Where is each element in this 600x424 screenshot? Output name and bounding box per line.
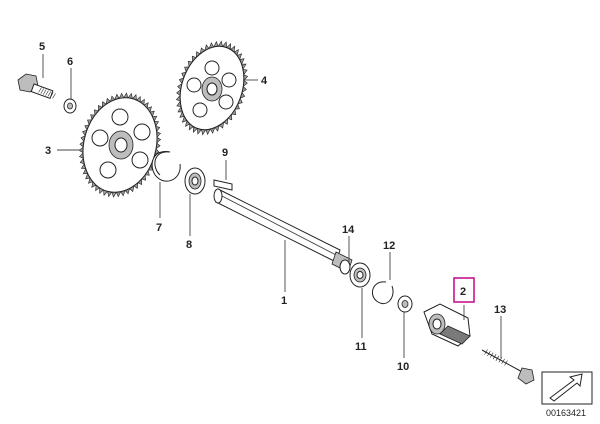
callout-14[interactable]: 14 — [342, 224, 355, 236]
key-9[interactable] — [213, 179, 233, 191]
callout-4[interactable]: 4 — [261, 75, 268, 87]
bearing-11[interactable] — [349, 262, 371, 288]
callout-12[interactable]: 12 — [383, 240, 395, 252]
circlip-12[interactable] — [371, 281, 394, 304]
gear-4[interactable] — [169, 37, 255, 138]
leader-lines — [42, 54, 502, 358]
callout-3[interactable]: 3 — [45, 145, 51, 157]
washer-10[interactable] — [397, 295, 413, 313]
washer-6[interactable] — [63, 98, 77, 114]
bolt-13-thread — [484, 349, 508, 366]
shaft-1[interactable] — [213, 188, 353, 273]
corner-symbol: 00163421 — [541, 371, 593, 418]
callout-9[interactable]: 9 — [222, 147, 228, 159]
bearing-8[interactable] — [184, 167, 206, 195]
callout-7[interactable]: 7 — [156, 222, 162, 234]
drawing-code: 00163421 — [546, 408, 586, 418]
callout-11[interactable]: 11 — [355, 341, 367, 353]
callout-13[interactable]: 13 — [494, 304, 506, 316]
washer-14[interactable] — [339, 259, 351, 275]
callout-labels: 5 6 3 4 9 7 8 1 14 12 11 10 2 13 — [39, 41, 506, 373]
callout-2-highlight-box — [453, 277, 475, 303]
bolt-5-thread — [38, 87, 56, 99]
callout-8[interactable]: 8 — [186, 239, 192, 251]
arrow-icon — [549, 373, 583, 402]
bolt-5[interactable] — [17, 73, 56, 99]
gear-3[interactable] — [73, 89, 167, 200]
bolt-13[interactable] — [481, 349, 535, 385]
bracket-2[interactable] — [423, 303, 471, 347]
callout-10[interactable]: 10 — [397, 361, 409, 373]
callout-6[interactable]: 6 — [67, 56, 73, 68]
callout-1[interactable]: 1 — [281, 295, 287, 307]
circlip-7[interactable] — [151, 151, 181, 182]
callout-5[interactable]: 5 — [39, 41, 45, 53]
callout-2[interactable]: 2 — [460, 286, 466, 298]
